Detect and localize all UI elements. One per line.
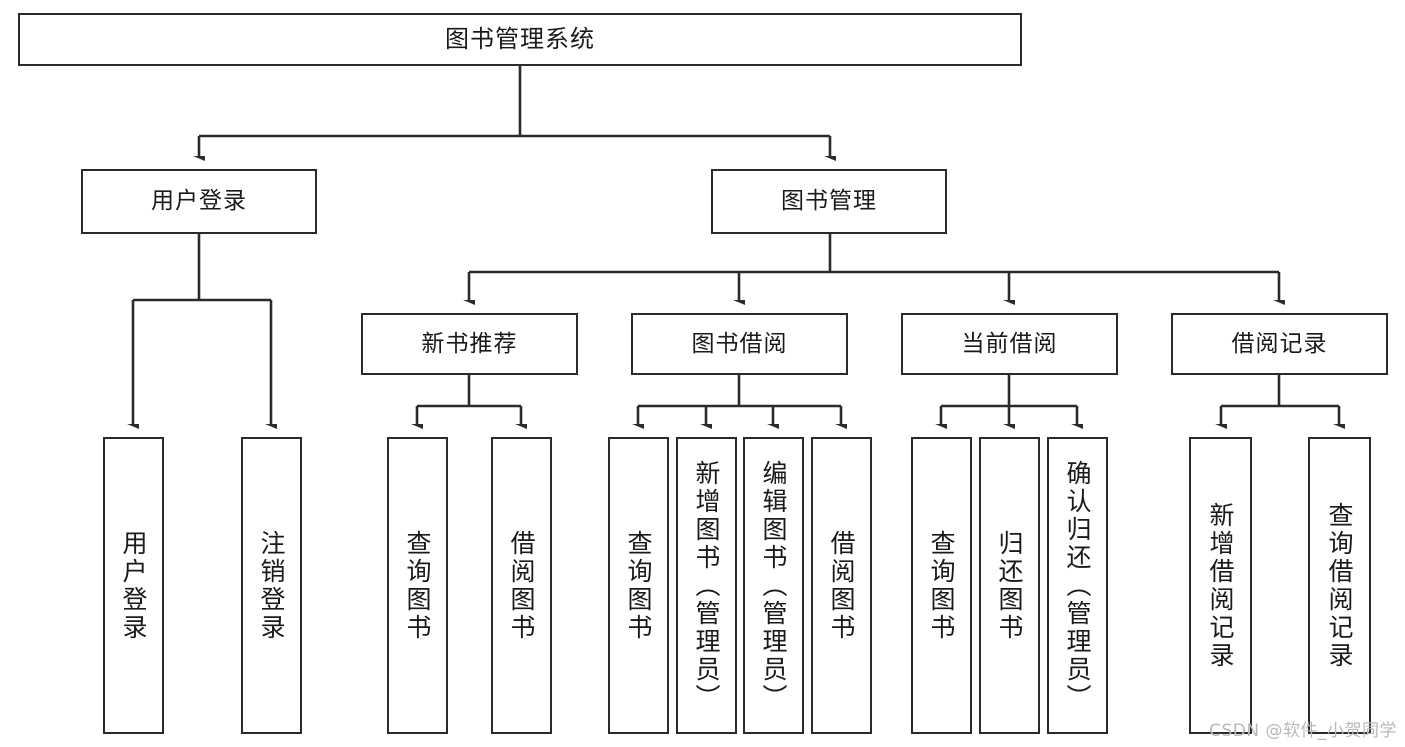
node-label: 查询图书 [624,529,653,642]
node-label: 查询借阅记录 [1325,501,1354,670]
leaf-borrow-book-recommend[interactable]: 借阅图书 [491,437,552,734]
node-label: 注销登录 [257,529,286,642]
node-new-book-recommend[interactable]: 新书推荐 [361,313,578,375]
node-label: 当前借阅 [961,330,1058,357]
leaf-query-book-borrow[interactable]: 查询图书 [608,437,669,734]
leaf-add-borrow-record[interactable]: 新增借阅记录 [1189,437,1252,734]
node-label: 新增图书（管理员） [692,459,721,712]
leaf-edit-book-admin[interactable]: 编辑图书（管理员） [743,437,804,734]
leaf-query-borrow-record[interactable]: 查询借阅记录 [1308,437,1371,734]
node-label: 图书借阅 [691,330,788,357]
leaf-add-book-admin[interactable]: 新增图书（管理员） [676,437,737,734]
leaf-borrow-book[interactable]: 借阅图书 [811,437,872,734]
leaf-confirm-return-admin[interactable]: 确认归还（管理员） [1047,437,1108,734]
node-user-login[interactable]: 用户登录 [81,169,317,234]
node-label: 用户登录 [151,188,247,215]
node-label: 编辑图书（管理员） [759,459,788,712]
node-label: 确认归还（管理员） [1063,459,1092,712]
node-borrow-record[interactable]: 借阅记录 [1171,313,1388,375]
node-current-borrow[interactable]: 当前借阅 [901,313,1118,375]
node-book-borrow[interactable]: 图书借阅 [631,313,848,375]
leaf-query-book-current[interactable]: 查询图书 [911,437,972,734]
node-label: 归还图书 [995,529,1024,642]
node-label: 借阅图书 [827,529,856,642]
node-label: 查询图书 [927,529,956,642]
node-label: 新增借阅记录 [1206,501,1235,670]
leaf-query-book-recommend[interactable]: 查询图书 [387,437,448,734]
node-label: 用户登录 [119,529,148,642]
node-label: 图书管理系统 [445,24,595,53]
leaf-user-login[interactable]: 用户登录 [103,437,164,734]
leaf-return-book[interactable]: 归还图书 [979,437,1040,734]
node-book-management[interactable]: 图书管理 [711,169,947,234]
node-label: 借阅图书 [507,529,536,642]
node-label: 图书管理 [781,188,877,215]
node-root-book-management-system[interactable]: 图书管理系统 [18,13,1022,66]
node-label: 查询图书 [403,529,432,642]
node-label: 借阅记录 [1231,330,1328,357]
watermark: CSDN @软件_小贺同学 [1209,721,1397,741]
node-label: 新书推荐 [421,330,518,357]
leaf-logout-login[interactable]: 注销登录 [241,437,302,734]
